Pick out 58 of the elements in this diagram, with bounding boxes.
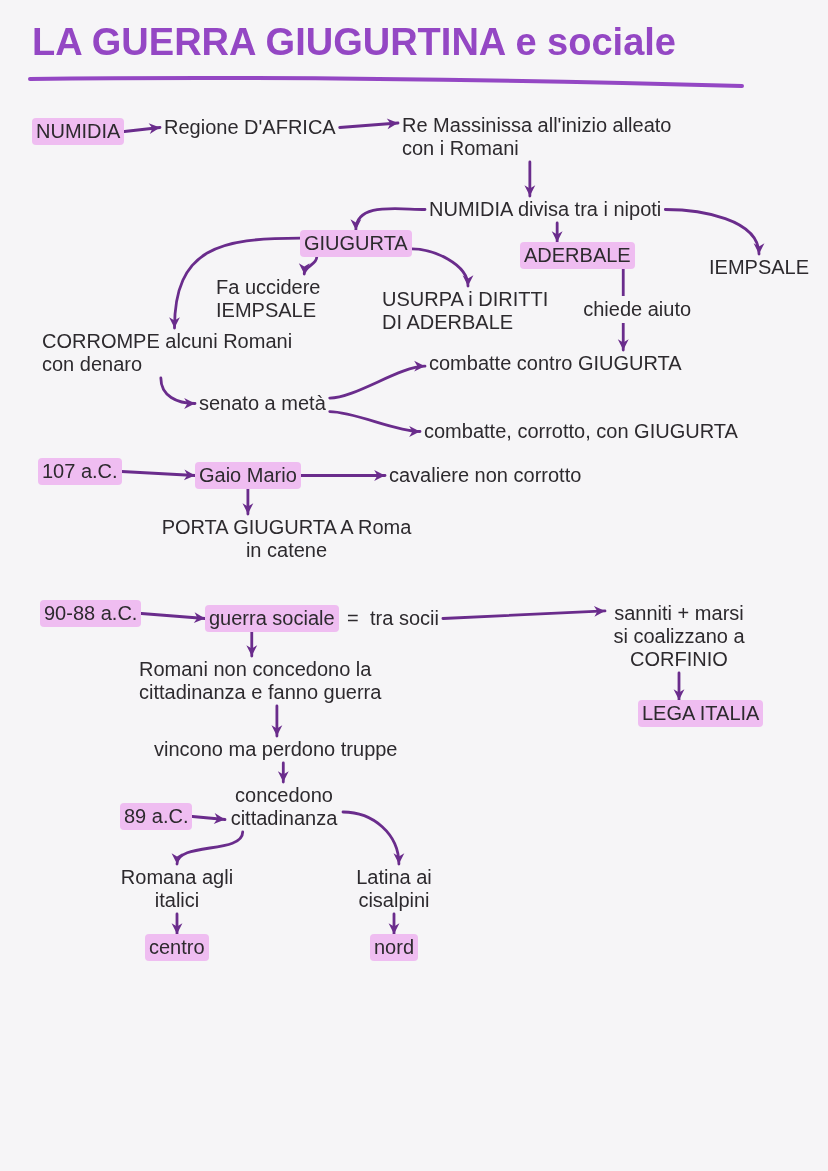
arrow: [242, 487, 254, 516]
note-text: CORROMPE alcuni Romani con denaro: [38, 328, 311, 378]
highlighted-term: NUMIDIA: [32, 118, 125, 145]
note-text: concedono cittadinanza: [225, 782, 343, 832]
highlighted-term: 89 a.C.: [120, 803, 193, 830]
note-text: Latina ai cisalpini: [345, 864, 443, 914]
arrow: [277, 761, 289, 784]
arrow: [388, 912, 400, 936]
arrow: [351, 207, 427, 232]
arrow: [338, 118, 400, 130]
note-text: cavaliere non corrotto: [385, 462, 586, 489]
note-text: Re Massinissa all'inizio alleato con i Romani: [398, 112, 691, 162]
arrow: [663, 208, 763, 256]
note-text: NUMIDIA divisa tra i nipoti: [425, 196, 666, 223]
note-text: combatte, corrotto, con GIUGURTA: [420, 418, 742, 445]
note-text: tra socii: [366, 605, 443, 632]
highlighted-term: 90-88 a.C.: [40, 600, 142, 627]
highlighted-term: guerra sociale: [205, 605, 339, 632]
arrow: [328, 361, 427, 400]
note-text: Fa uccidere IEMPSALE: [212, 274, 335, 324]
highlighted-term: Gaio Mario: [195, 462, 301, 489]
arrow: [271, 704, 283, 738]
note-text: IEMPSALE: [705, 254, 814, 281]
note-text: Romana agli italici: [112, 864, 242, 914]
arrow: [191, 813, 227, 824]
arrow: [174, 830, 245, 866]
arrow: [524, 160, 536, 198]
note-text: PORTA GIUGURTA A Roma in catene: [150, 514, 423, 564]
note-text: USURPA i DIRITTI DI ADERBALE: [378, 286, 558, 336]
arrow: [673, 671, 685, 702]
equals-sign: =: [346, 606, 360, 631]
arrow: [246, 630, 258, 658]
arrow: [120, 469, 197, 481]
note-text: sanniti + marsi si coalizzano a CORFINIO: [605, 600, 753, 673]
note-text: Regione D'AFRICA: [160, 114, 340, 141]
highlighted-term: LEGA ITALIA: [638, 700, 764, 727]
highlighted-term: GIUGURTA: [300, 230, 412, 257]
title: LA GUERRA GIUGURTINA e sociale: [32, 20, 676, 64]
arrow: [140, 612, 207, 624]
note-text: senato a metà: [195, 390, 330, 417]
note-text: vincono ma perdono truppe: [150, 736, 402, 763]
highlighted-term: ADERBALE: [520, 242, 635, 269]
arrow: [123, 123, 162, 135]
arrow: [551, 221, 563, 244]
highlighted-term: 107 a.C.: [38, 458, 122, 485]
arrow: [299, 470, 387, 481]
arrow: [300, 255, 319, 276]
highlighted-term: centro: [145, 934, 209, 961]
arrow: [341, 810, 404, 866]
arrow: [169, 236, 302, 330]
note-text: Romani non concedono la cittadinanza e fanno guerra: [135, 656, 393, 706]
arrow: [441, 606, 607, 620]
note-text: combatte contro GIUGURTA: [425, 350, 686, 377]
highlighted-term: nord: [370, 934, 419, 961]
arrow: [171, 912, 183, 936]
arrow: [410, 247, 472, 288]
arrow: [328, 410, 422, 437]
arrow: [159, 376, 197, 409]
